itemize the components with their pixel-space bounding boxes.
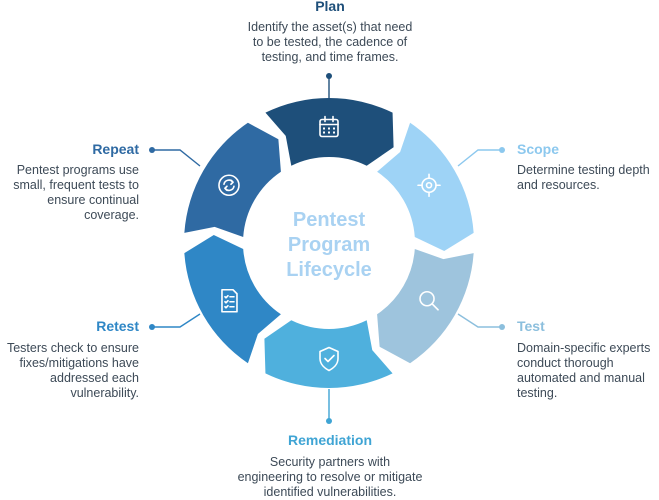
stage-desc-test: Domain-specific experts conduct thorough…: [517, 341, 657, 401]
ring-segment-remediation: [264, 320, 393, 388]
desc-line: vulnerability.: [70, 386, 139, 400]
desc-line: Testers check to ensure: [6, 341, 139, 355]
center-title-line: Lifecycle: [286, 259, 372, 281]
checklist-icon: [221, 288, 238, 313]
center-title-line: Program: [287, 234, 371, 256]
desc-line: conduct thorough: [517, 356, 614, 370]
stage-desc-scope: Determine testing depth and resources.: [517, 163, 657, 193]
desc-line: addressed each: [50, 371, 139, 385]
desc-line: Identify the asset(s) that need: [247, 20, 413, 34]
calendar-icon: [319, 115, 339, 138]
shield-check-icon: [319, 346, 339, 372]
connector-dot-test: [499, 324, 505, 330]
target-icon: [417, 173, 441, 198]
desc-line: automated and manual: [517, 371, 645, 385]
stage-desc-retest: Testers check to ensure fixes/mitigation…: [0, 341, 139, 401]
desc-line: testing.: [517, 386, 558, 400]
cycle-arrows-icon: [218, 174, 240, 197]
stage-title-plan: Plan: [315, 0, 345, 14]
stage-title-retest: Retest: [96, 318, 139, 334]
ring-segment-repeat: [184, 122, 281, 238]
magnifier-icon: [419, 290, 439, 311]
ring-segment-retest: [184, 234, 281, 364]
desc-line: engineering to resolve or mitigate: [237, 470, 423, 484]
stage-title-repeat: Repeat: [92, 141, 139, 157]
desc-line: coverage.: [84, 208, 139, 222]
center-title-line: Pentest: [292, 209, 366, 231]
desc-line: ensure continual: [47, 193, 139, 207]
center-title: Pentest Program Lifecycle: [244, 208, 414, 283]
stage-title-test: Test: [517, 318, 545, 334]
desc-line: Domain-specific experts: [517, 341, 651, 355]
stage-desc-plan: Identify the asset(s) that need to be te…: [200, 20, 460, 65]
connector-line-scope: [457, 149, 502, 167]
desc-line: Pentest programs use: [16, 163, 139, 177]
ring-segment-scope: [377, 122, 474, 252]
desc-line: Security partners with: [269, 455, 391, 469]
connector-dot-plan: [326, 73, 332, 79]
connector-dot-retest: [149, 324, 155, 330]
connector-line-test: [457, 313, 502, 328]
connector-dot-remediation: [326, 418, 332, 424]
stage-title-scope: Scope: [517, 141, 560, 157]
connector-dot-repeat: [149, 147, 155, 153]
desc-line: fixes/mitigations have: [19, 356, 139, 370]
stage-title-remediation: Remediation: [287, 432, 372, 448]
desc-line: identified vulnerabilities.: [263, 485, 397, 499]
connector-line-retest: [152, 313, 201, 328]
desc-line: Determine testing depth: [517, 163, 650, 177]
connector-line-repeat: [152, 149, 201, 167]
stage-desc-remediation: Security partners with engineering to re…: [200, 455, 460, 500]
desc-line: testing, and time frames.: [261, 50, 399, 64]
desc-line: small, frequent tests to: [13, 178, 139, 192]
connector-dot-scope: [499, 147, 505, 153]
desc-line: to be tested, the cadence of: [252, 35, 408, 49]
stage-desc-repeat: Pentest programs use small, frequent tes…: [0, 163, 139, 223]
desc-line: and resources.: [517, 178, 600, 192]
